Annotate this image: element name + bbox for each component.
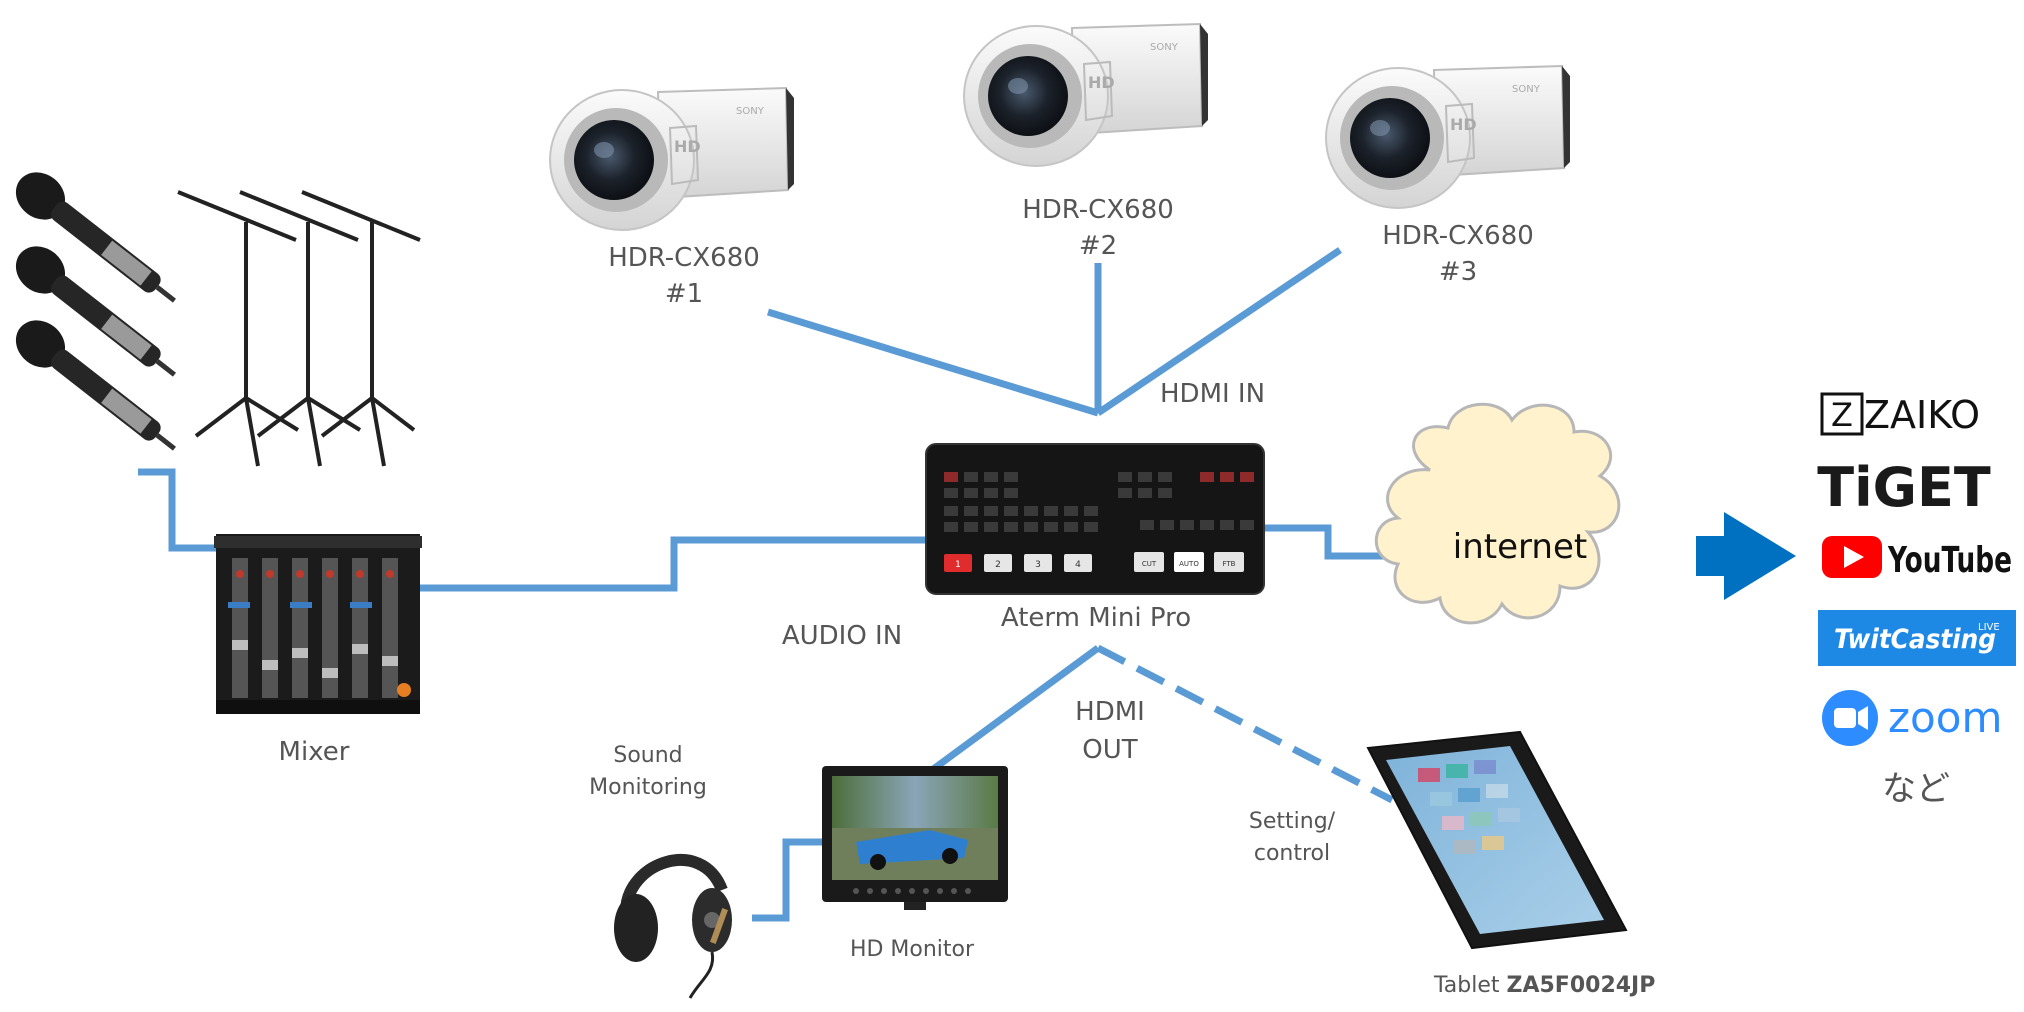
internet-line <box>1264 524 1392 560</box>
audio-in-label: AUDIO IN <box>782 621 902 651</box>
headphones-icon <box>614 854 732 999</box>
camera-2-model-label: HDR-CX680 <box>1022 195 1174 225</box>
camera-2-number-label: #2 <box>1079 231 1117 261</box>
twitcasting-logo-text: TwitCasting <box>1834 624 1996 655</box>
switcher-button-auto[interactable] <box>1174 552 1204 572</box>
tablet-label: Tablet ZA5F0024JP <box>1433 973 1655 998</box>
switcher-button-cut[interactable] <box>1134 552 1164 572</box>
camera-3-number-label: #3 <box>1439 257 1477 287</box>
mics-to-mixer-line <box>138 468 216 552</box>
mixer <box>214 534 422 714</box>
camera-1-brand: SONY <box>736 106 765 117</box>
zaiko-logo-text: ZAIKO <box>1864 393 1980 437</box>
sound-monitoring-label-line1: Sound <box>613 743 682 768</box>
cam3-line <box>1096 247 1342 416</box>
camera-1-hd-badge: HD <box>674 137 701 156</box>
camera-1-model-label: HDR-CX680 <box>608 243 760 273</box>
setting-control-label-line2: control <box>1254 841 1330 866</box>
tablet-device <box>1366 730 1628 950</box>
switcher-button-1-label: 1 <box>955 560 961 570</box>
camera-1: HD SONY <box>549 86 794 231</box>
switcher-button-3-label: 3 <box>1035 560 1041 570</box>
internet-label: internet <box>1453 527 1587 567</box>
switcher-button-auto-label: AUTO <box>1179 560 1199 568</box>
camera-1-number-label: #1 <box>665 279 703 309</box>
tablet-dashed-line <box>1096 644 1394 804</box>
zaiko-mark: Z <box>1831 396 1853 434</box>
tablet-label-model: ZA5F0024JP <box>1507 973 1656 998</box>
twitcasting-live-badge: LIVE <box>1978 622 2000 633</box>
cam1-line <box>766 308 1100 417</box>
hdmi-out-line <box>929 645 1101 773</box>
switcher-button-ftb-label: FTB <box>1223 560 1236 568</box>
tablet-label-prefix: Tablet <box>1433 973 1507 998</box>
sound-monitoring-label-line2: Monitoring <box>589 775 707 800</box>
camera-2-brand: SONY <box>1150 42 1179 53</box>
camera-2-hd-badge: HD <box>1088 73 1115 92</box>
switcher-button-4-label: 4 <box>1075 560 1081 570</box>
mixer-label: Mixer <box>279 737 350 767</box>
hd-monitor-label: HD Monitor <box>850 937 975 962</box>
connection-lines <box>138 247 1394 922</box>
service-youtube: YouTube <box>1822 536 2012 581</box>
internet-cloud: internet <box>1374 402 1621 625</box>
camera-3: HD SONY <box>1325 64 1570 209</box>
camera-3-model-label: HDR-CX680 <box>1382 221 1534 251</box>
camera-3-hd-badge: HD <box>1450 115 1477 134</box>
setting-control-label-line1: Setting/ <box>1249 809 1336 834</box>
switcher-button-2-label: 2 <box>995 560 1001 570</box>
hd-monitor <box>822 766 1008 910</box>
etc-label: など <box>1882 769 1950 809</box>
headphone-line <box>752 838 822 922</box>
switcher-button-4[interactable] <box>1064 554 1092 572</box>
switcher-button-cut-label: CUT <box>1142 560 1157 568</box>
service-zaiko: Z ZAIKO <box>1820 392 1980 437</box>
microphones <box>15 172 176 451</box>
camera-2: HD SONY <box>963 22 1208 167</box>
switcher-button-ftb[interactable] <box>1214 552 1244 572</box>
switcher-device: 1 2 3 4 CUT AUTO FTB <box>925 443 1265 595</box>
camera-3-brand: SONY <box>1512 84 1541 95</box>
zoom-logo-text: zoom <box>1888 693 2002 742</box>
hdmi-out-label-line1: HDMI <box>1075 697 1145 727</box>
hdmi-out-label-line2: OUT <box>1082 735 1137 765</box>
audio-in-line <box>420 536 926 592</box>
switcher-button-2[interactable] <box>984 554 1012 572</box>
youtube-logo-text: YouTube <box>1887 540 2012 581</box>
switcher-button-3[interactable] <box>1024 554 1052 572</box>
stream-out-arrow <box>1696 512 1796 600</box>
hdmi-in-label: HDMI IN <box>1160 379 1265 409</box>
service-twitcasting: TwitCasting LIVE <box>1818 610 2016 666</box>
tiget-logo-text: TiGET <box>1817 456 1991 519</box>
service-zoom: zoom <box>1822 690 2002 746</box>
switcher-button-1[interactable] <box>944 554 972 572</box>
mic-stands <box>177 190 421 467</box>
switcher-label: Aterm Mini Pro <box>1001 603 1191 633</box>
